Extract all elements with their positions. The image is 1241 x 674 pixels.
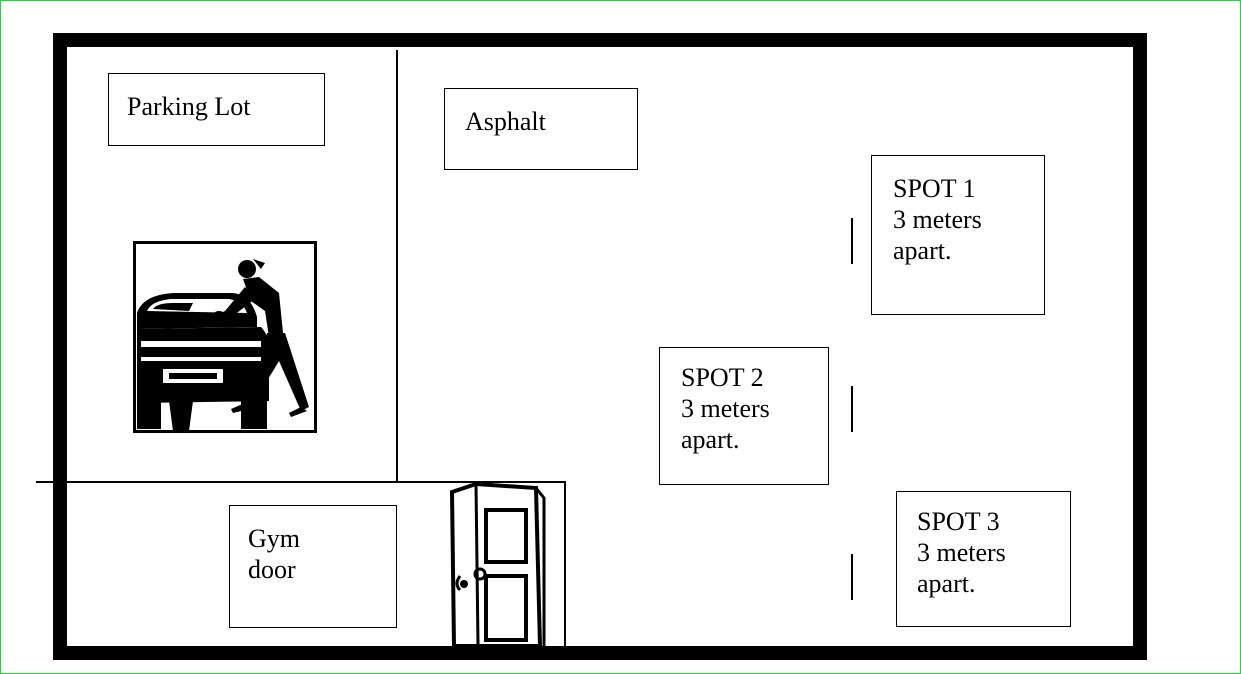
spot1-label: SPOT 1 3 meters apart.	[871, 155, 1045, 315]
asphalt-text: Asphalt	[465, 107, 546, 136]
spot3-distance: 3 meters	[917, 538, 1006, 567]
spot3-label: SPOT 3 3 meters apart.	[896, 491, 1071, 627]
spot1-title: SPOT 1	[893, 174, 976, 203]
spot1-distance: 3 meters	[893, 205, 982, 234]
spot2-note: apart.	[681, 425, 740, 454]
spot2-title: SPOT 2	[681, 363, 764, 392]
spot1-note: apart.	[893, 236, 952, 265]
asphalt-label: Asphalt	[444, 88, 638, 170]
spot3-title: SPOT 3	[917, 507, 1000, 536]
area-boundary	[53, 33, 1147, 660]
car-wash-clipart-icon	[133, 241, 317, 433]
gym-door-text-line2: door	[248, 555, 296, 584]
gym-right-line	[564, 481, 566, 646]
gym-door-label: Gym door	[229, 505, 397, 628]
parking-lot-label: Parking Lot	[108, 73, 325, 146]
spot3-note: apart.	[917, 569, 976, 598]
gym-top-line	[36, 481, 565, 483]
spot2-label: SPOT 2 3 meters apart.	[659, 347, 829, 485]
parking-divider-line	[396, 50, 398, 481]
spot2-distance: 3 meters	[681, 394, 770, 423]
spot1-spacing-mark	[851, 218, 853, 264]
gym-door-text-line1: Gym	[248, 524, 300, 553]
parking-lot-text: Parking Lot	[127, 92, 251, 121]
spot3-spacing-mark	[851, 554, 853, 600]
door-clipart-icon	[449, 481, 546, 646]
spot2-spacing-mark	[851, 386, 853, 432]
